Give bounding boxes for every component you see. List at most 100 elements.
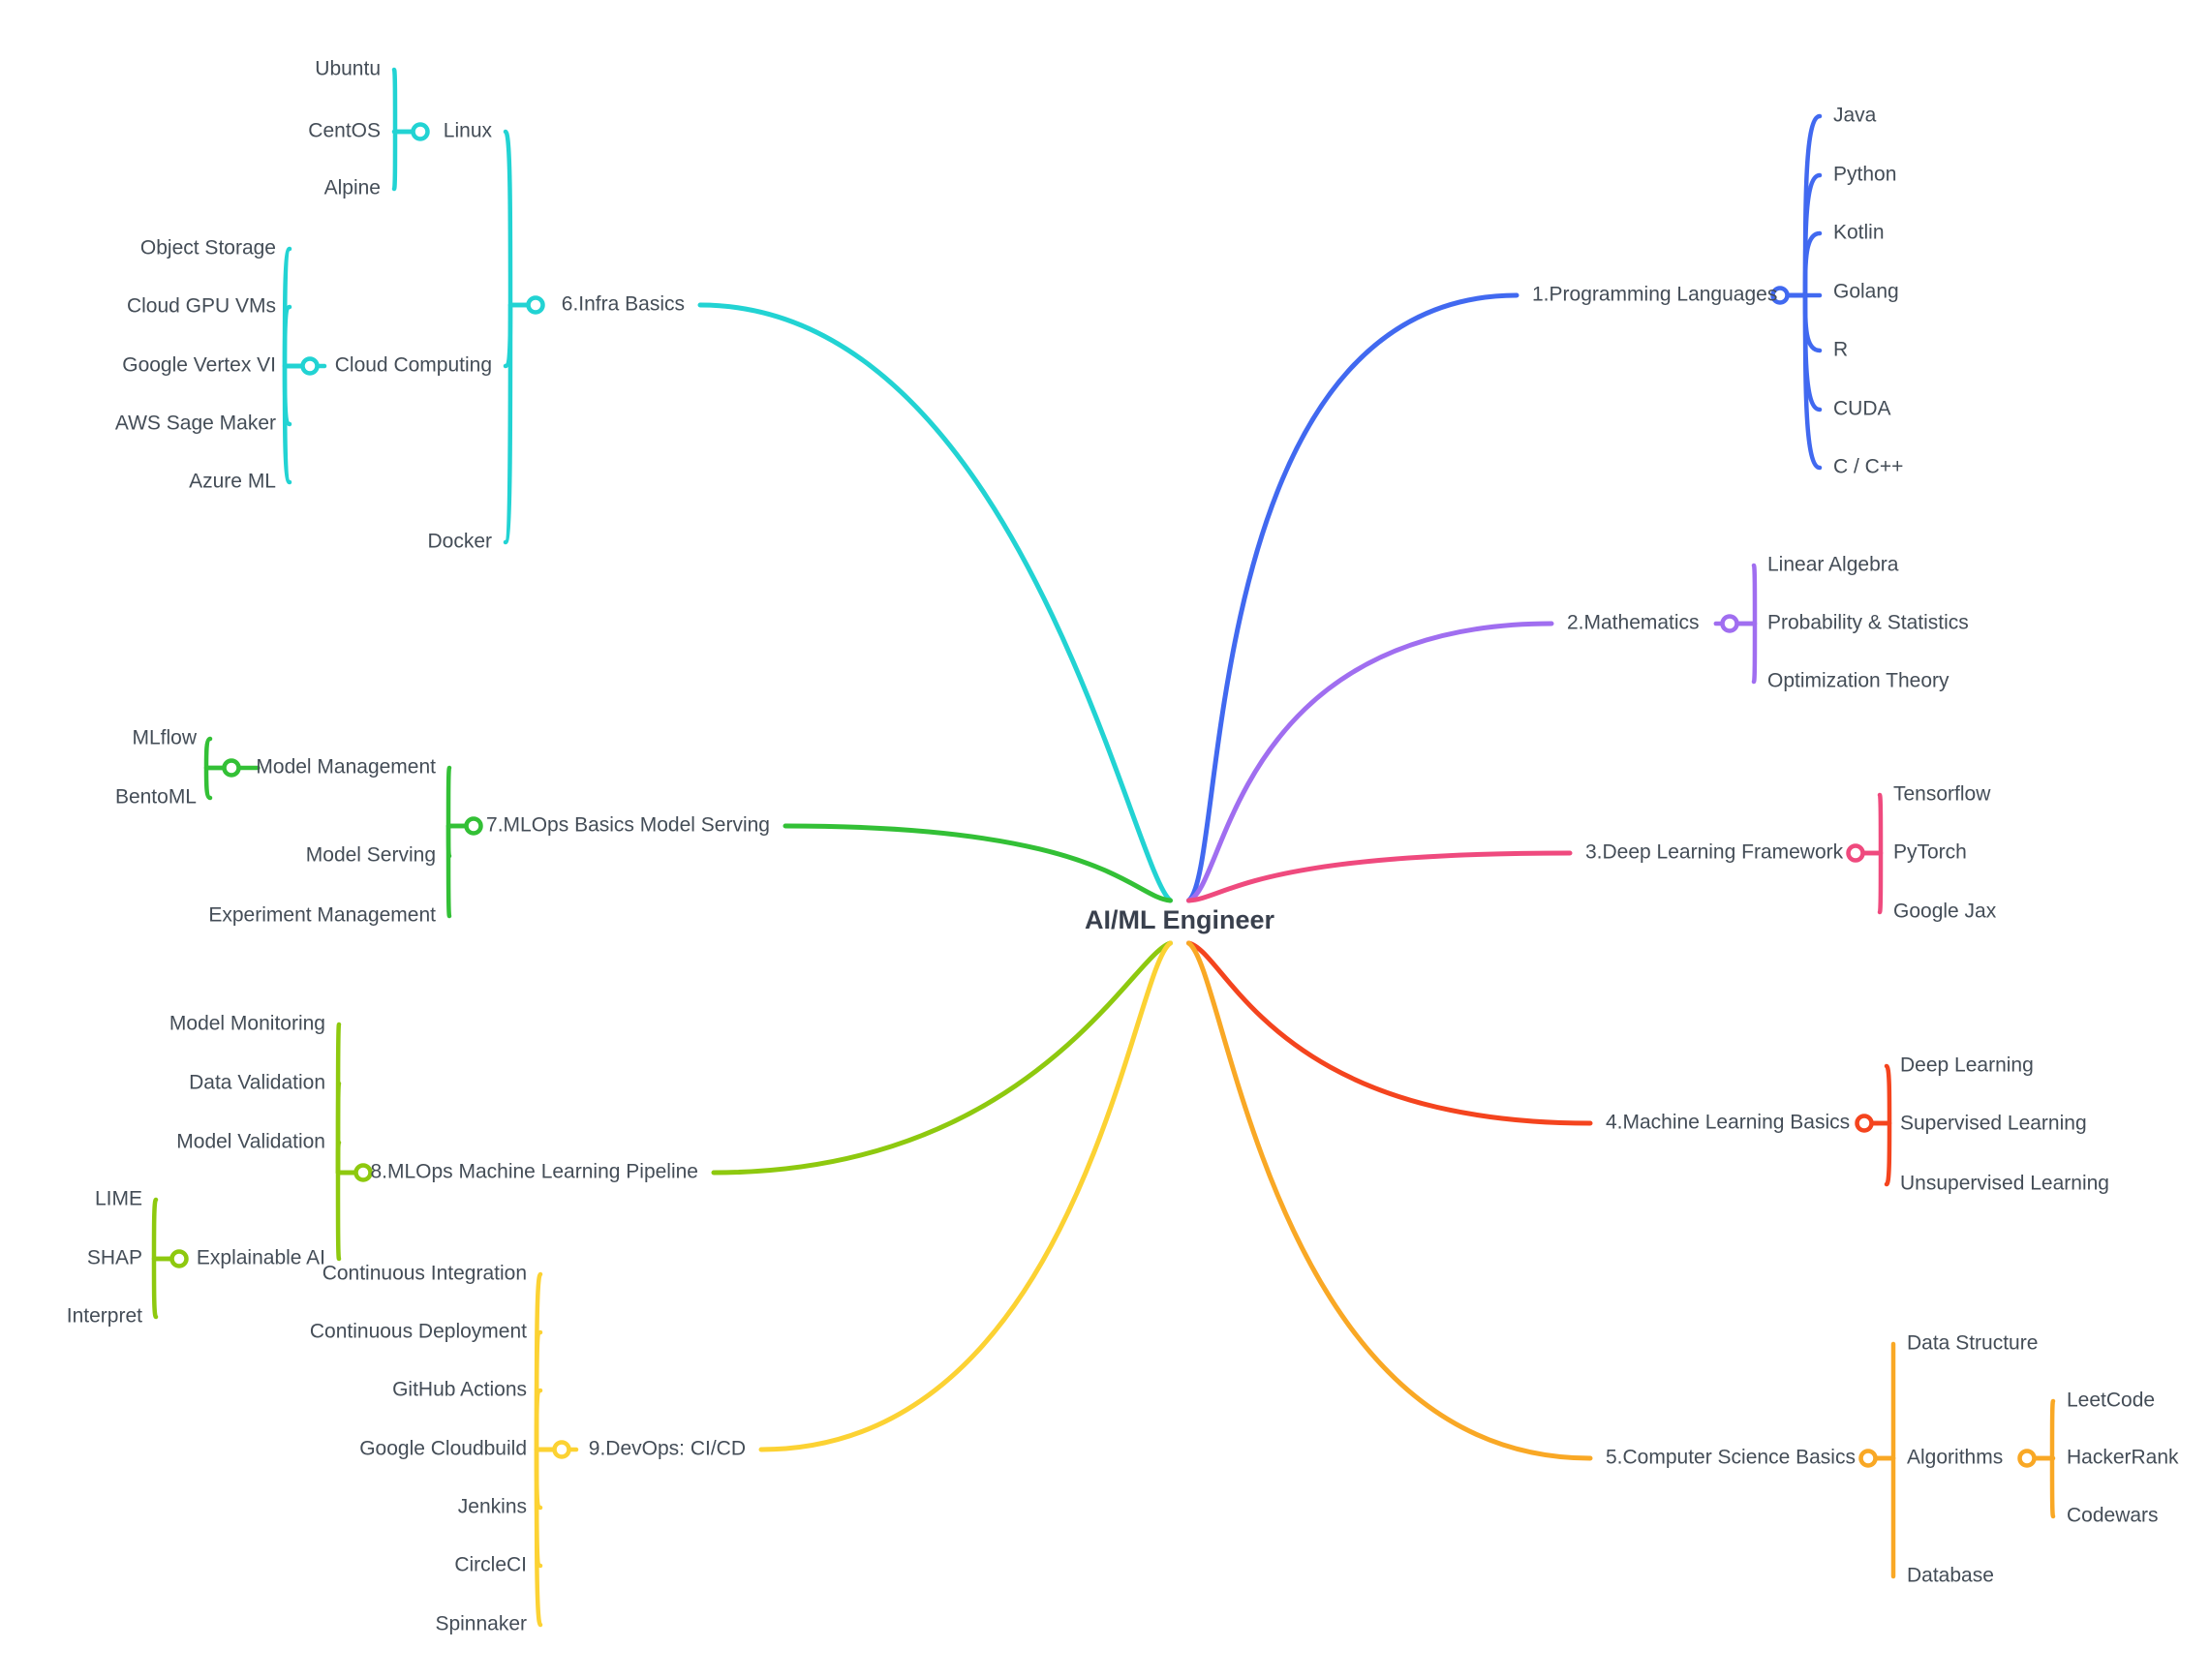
programming-languages-child-3-label[interactable]: Golang xyxy=(1833,281,1899,303)
mindmap-edge xyxy=(282,304,313,369)
infra-basics-child-1-child-4-label[interactable]: Azure ML xyxy=(189,471,276,493)
mindmap-labels: AI/ML Engineer 1.Programming Languages Jav… xyxy=(67,58,2179,1635)
root-node-label[interactable]: AI/ML Engineer xyxy=(1085,905,1275,934)
mlops-machine-learning-pipeline-child-1-label[interactable]: Data Validation xyxy=(189,1072,325,1094)
mindmap-edge xyxy=(1727,563,1758,626)
mindmap-edge xyxy=(503,129,538,308)
mindmap-edge xyxy=(335,1081,366,1176)
mlops-basics-model-serving-child-0-child-1-label[interactable]: BentoML xyxy=(115,786,197,809)
infra-basics-label[interactable]: 6.Infra Basics xyxy=(562,293,685,316)
mlops-machine-learning-pipeline-child-3-node[interactable] xyxy=(169,1249,189,1268)
mindmap-edge xyxy=(151,1256,182,1320)
infra-basics-child-0-node[interactable] xyxy=(411,122,430,141)
devops-ci-cd-child-4-label[interactable]: Jenkins xyxy=(458,1496,527,1518)
deep-learning-framework-child-2-label[interactable]: Google Jax xyxy=(1893,901,1997,923)
mlops-machine-learning-pipeline-label[interactable]: 8.MLOps Machine Learning Pipeline xyxy=(370,1161,698,1183)
infra-basics-child-0-child-1-label[interactable]: CentOS xyxy=(308,120,381,142)
mindmap-edge xyxy=(534,1447,565,1628)
mindmap-edge xyxy=(282,363,313,427)
mindmap-edge xyxy=(335,1022,366,1176)
programming-languages-child-4-label[interactable]: R xyxy=(1833,339,1848,361)
mindmap-edge xyxy=(1777,292,1823,353)
programming-languages-child-5-label[interactable]: CUDA xyxy=(1833,398,1891,420)
deep-learning-framework-label[interactable]: 3.Deep Learning Framework xyxy=(1585,841,1844,864)
deep-learning-framework-node[interactable] xyxy=(1846,843,1865,863)
mlops-basics-model-serving-child-0-node[interactable] xyxy=(222,758,241,778)
infra-basics-child-1-child-3-label[interactable]: AWS Sage Maker xyxy=(115,412,276,435)
infra-basics-child-1-label[interactable]: Cloud Computing xyxy=(335,354,492,377)
computer-science-basics-child-1-label[interactable]: Algorithms xyxy=(1907,1447,2003,1469)
machine-learning-basics-child-1-label[interactable]: Supervised Learning xyxy=(1900,1113,2087,1135)
infra-basics-child-2-label[interactable]: Docker xyxy=(427,531,492,553)
computer-science-basics-child-1-node[interactable] xyxy=(2017,1449,2037,1468)
mathematics-node[interactable] xyxy=(1720,614,1739,633)
infra-basics-child-1-node[interactable] xyxy=(300,356,320,376)
mindmap-edge xyxy=(282,363,313,485)
infra-basics-child-0-child-2-label[interactable]: Alpine xyxy=(324,177,381,199)
devops-ci-cd-node[interactable] xyxy=(552,1440,571,1459)
devops-ci-cd-child-5-label[interactable]: CircleCI xyxy=(454,1554,527,1576)
devops-ci-cd-child-2-label[interactable]: GitHub Actions xyxy=(392,1379,527,1401)
mathematics-child-2-label[interactable]: Optimization Theory xyxy=(1767,670,1949,692)
machine-learning-basics-child-2-label[interactable]: Unsupervised Learning xyxy=(1900,1173,2109,1195)
mindmap-edge xyxy=(534,1447,565,1511)
deep-learning-framework-child-1-label[interactable]: PyTorch xyxy=(1893,841,1967,864)
computer-science-basics-label[interactable]: 5.Computer Science Basics xyxy=(1606,1447,1856,1469)
mlops-basics-model-serving-child-0-child-0-label[interactable]: MLflow xyxy=(132,727,197,749)
mlops-basics-model-serving-child-1-label[interactable]: Model Serving xyxy=(306,844,436,867)
infra-basics-child-1-child-1-label[interactable]: Cloud GPU VMs xyxy=(127,295,276,318)
deep-learning-framework-child-0-label[interactable]: Tensorflow xyxy=(1893,783,1991,806)
mindmap-edges xyxy=(151,67,2056,1628)
devops-ci-cd-child-1-label[interactable]: Continuous Deployment xyxy=(310,1321,527,1343)
mindmap-edge xyxy=(758,940,1173,1452)
mindmap-edge xyxy=(1777,292,1823,412)
mlops-machine-learning-pipeline-child-3-child-2-label[interactable]: Interpret xyxy=(67,1305,142,1328)
machine-learning-basics-child-0-label[interactable]: Deep Learning xyxy=(1900,1054,2034,1077)
computer-science-basics-child-1-child-2-label[interactable]: Codewars xyxy=(2067,1505,2159,1527)
infra-basics-node[interactable] xyxy=(526,295,545,315)
mlops-machine-learning-pipeline-child-3-label[interactable]: Explainable AI xyxy=(197,1247,325,1269)
programming-languages-child-1-label[interactable]: Python xyxy=(1833,164,1896,186)
mlops-machine-learning-pipeline-node[interactable] xyxy=(353,1163,373,1182)
devops-ci-cd-child-0-label[interactable]: Continuous Integration xyxy=(322,1263,527,1285)
programming-languages-node[interactable] xyxy=(1770,286,1790,305)
mlops-basics-model-serving-child-2-label[interactable]: Experiment Management xyxy=(208,904,436,927)
programming-languages-child-6-label[interactable]: C / C++ xyxy=(1833,456,1903,478)
infra-basics-child-1-child-2-label[interactable]: Google Vertex VI xyxy=(122,354,276,377)
programming-languages-child-2-label[interactable]: Kotlin xyxy=(1833,222,1885,244)
mlops-machine-learning-pipeline-child-0-label[interactable]: Model Monitoring xyxy=(169,1013,325,1035)
computer-science-basics-child-1-child-0-label[interactable]: LeetCode xyxy=(2067,1390,2155,1412)
computer-science-basics-child-1-child-1-label[interactable]: HackerRank xyxy=(2067,1447,2179,1469)
infra-basics-child-1-child-0-label[interactable]: Object Storage xyxy=(140,237,276,260)
machine-learning-basics-label[interactable]: 4.Machine Learning Basics xyxy=(1606,1112,1850,1134)
mindmap-edge xyxy=(1186,940,1593,1126)
mindmap-edge xyxy=(711,940,1173,1176)
infra-basics-child-0-child-0-label[interactable]: Ubuntu xyxy=(315,58,381,80)
mindmap-edge xyxy=(1853,792,1884,856)
computer-science-basics-child-2-label[interactable]: Database xyxy=(1907,1565,1994,1587)
programming-languages-child-0-label[interactable]: Java xyxy=(1833,105,1877,127)
mlops-basics-model-serving-label[interactable]: 7.MLOps Basics Model Serving xyxy=(486,814,770,837)
mlops-basics-model-serving-node[interactable] xyxy=(464,816,483,836)
mlops-machine-learning-pipeline-child-3-child-0-label[interactable]: LIME xyxy=(95,1188,142,1210)
computer-science-basics-node[interactable] xyxy=(1858,1449,1878,1468)
mindmap-edge xyxy=(1186,850,1573,903)
mindmap-edge xyxy=(697,302,1173,903)
mlops-basics-model-serving-child-0-label[interactable]: Model Management xyxy=(256,756,436,779)
computer-science-basics-child-0-label[interactable]: Data Structure xyxy=(1907,1332,2038,1355)
mindmap-edge xyxy=(1861,1120,1892,1187)
mathematics-child-1-label[interactable]: Probability & Statistics xyxy=(1767,612,1969,634)
machine-learning-basics-node[interactable] xyxy=(1855,1114,1874,1133)
mindmap-edge xyxy=(1853,850,1884,915)
programming-languages-label[interactable]: 1.Programming Languages xyxy=(1532,284,1777,306)
devops-ci-cd-label[interactable]: 9.DevOps: CI/CD xyxy=(589,1438,746,1460)
mlops-machine-learning-pipeline-child-3-child-1-label[interactable]: SHAP xyxy=(87,1247,142,1269)
mlops-machine-learning-pipeline-child-2-label[interactable]: Model Validation xyxy=(176,1131,325,1153)
devops-ci-cd-child-6-label[interactable]: Spinnaker xyxy=(435,1613,527,1635)
mathematics-label[interactable]: 2.Mathematics xyxy=(1567,612,1700,634)
devops-ci-cd-child-3-label[interactable]: Google Cloudbuild xyxy=(359,1438,527,1460)
mathematics-child-0-label[interactable]: Linear Algebra xyxy=(1767,554,1899,576)
infra-basics-child-0-label[interactable]: Linux xyxy=(444,120,493,142)
mindmap-edge xyxy=(391,67,423,135)
